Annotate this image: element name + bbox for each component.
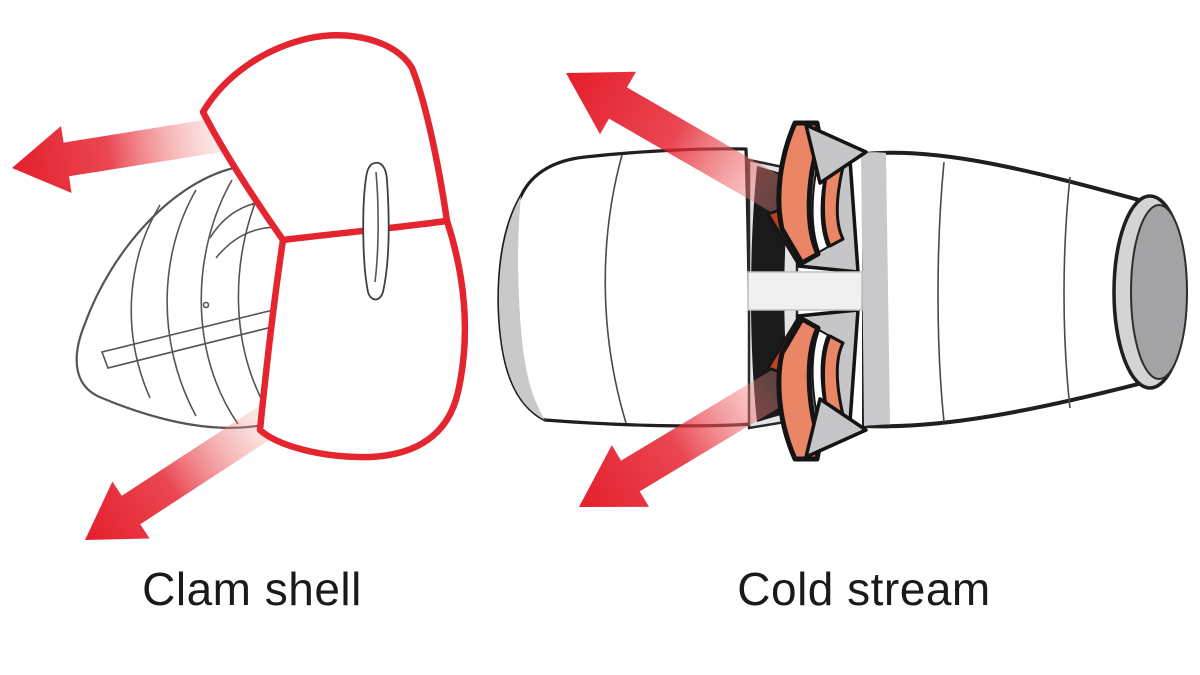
sleeve-leading-edge-pennant xyxy=(804,123,868,185)
engine-ring-3 xyxy=(200,179,239,425)
inlet-cowl-contour-line xyxy=(604,154,627,424)
clam-shell-figure xyxy=(12,32,469,540)
inlet-cowl xyxy=(497,147,754,428)
inlet-lip-shading xyxy=(498,196,545,420)
door-actuator-fairing-line xyxy=(374,171,379,283)
reverse-flow-arrow-lower-left xyxy=(85,403,282,540)
pylon-beam xyxy=(747,271,863,311)
engine-rivet-dot xyxy=(202,301,210,309)
core-cowl-contour-line-2 xyxy=(1063,176,1071,409)
cold-stream-figure xyxy=(497,71,1188,507)
cold-stream-arrow-upper xyxy=(566,71,818,229)
core-cowl-contour-line-1 xyxy=(937,161,945,423)
engine-ring-1 xyxy=(130,204,161,399)
engine-ring-2 xyxy=(166,189,197,417)
clam-shell-label: Clam shell xyxy=(142,563,362,615)
exhaust-nozzle-face xyxy=(1130,204,1188,380)
cold-stream-label: Cold stream xyxy=(737,563,991,615)
clamshell-lower-door xyxy=(256,217,469,461)
door-actuator-fairing xyxy=(362,161,390,301)
reverse-flow-arrow-upper-left xyxy=(12,117,228,193)
cascade-vane-assembly-top xyxy=(766,120,868,274)
cold-stream-arrow-lower xyxy=(579,359,808,507)
core-cowl-left-shading xyxy=(861,152,890,426)
